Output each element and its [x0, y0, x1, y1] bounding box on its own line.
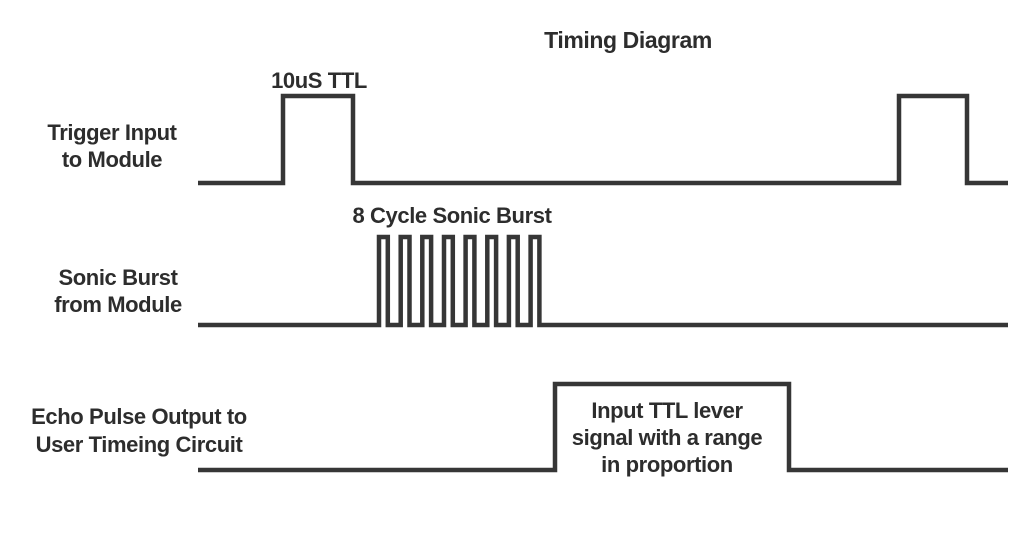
sonic-label-line-2: from Module [54, 292, 182, 317]
sonic-signal-label: Sonic Burst from Module [8, 264, 228, 318]
trigger-signal-label: Trigger Input to Module [2, 119, 222, 173]
sonic-burst-waveform [198, 234, 1008, 328]
echo-pulse-annotation: Input TTL lever signal with a range in p… [537, 397, 797, 478]
echo-annotation-line-2: signal with a range [571, 425, 763, 450]
sonic-burst-annotation: 8 Cycle Sonic Burst [352, 203, 552, 228]
trigger-label-line-2: to Module [61, 147, 163, 172]
echo-annotation-line-3: in proportion [601, 452, 733, 477]
echo-signal-label: Echo Pulse Output to User Timeing Circui… [19, 403, 259, 459]
echo-label-line-2: User Timeing Circuit [35, 432, 243, 457]
trigger-pulse-annotation: 10uS TTL [271, 68, 367, 93]
echo-annotation-line-1: Input TTL lever [591, 398, 743, 423]
sonic-label-line-1: Sonic Burst [58, 265, 178, 290]
trigger-input-waveform [198, 93, 1008, 186]
diagram-title: Timing Diagram [544, 27, 712, 53]
echo-label-line-1: Echo Pulse Output to [31, 404, 247, 429]
trigger-label-line-1: Trigger Input [47, 120, 177, 145]
echo-pulse-waveform [198, 381, 1008, 473]
